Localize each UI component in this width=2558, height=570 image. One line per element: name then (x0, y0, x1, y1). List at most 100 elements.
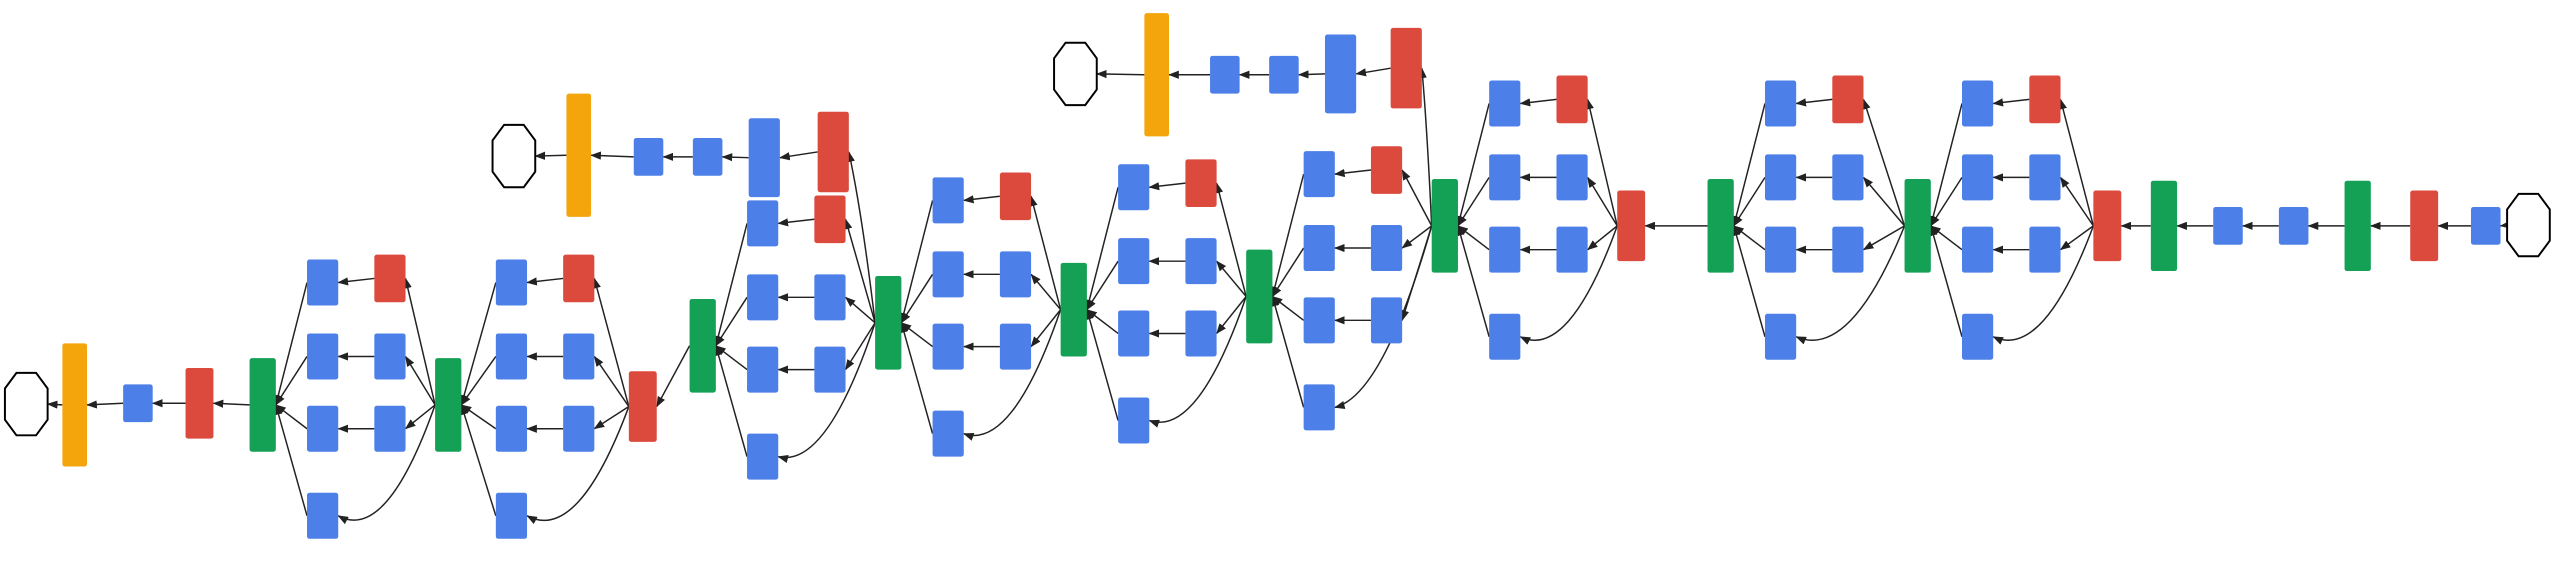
edge-concat-4b-to-m4c-R3 (1216, 296, 1247, 335)
edge-m3b-L1-to-concat-3b (1732, 103, 1766, 227)
edge-m5b-L4-to-concat-5b (274, 404, 308, 516)
conv-node-m4b-l2 (1303, 225, 1335, 272)
edge-aux1-softmax-to-aux1-oct (1095, 69, 1145, 79)
conv-node-m4b-r2 (1370, 225, 1403, 272)
edge-m3b-L3-to-concat-3b (1733, 225, 1766, 251)
edge-m4d-L4-to-concat-4d (900, 321, 934, 434)
conv-node-m5a-r3 (563, 405, 595, 452)
edge-concat-3a-to-m3b-L4 (1795, 225, 1906, 345)
edge-m4b-R1-to-m4b-L1 (1334, 168, 1372, 178)
conv-node-conv2-reduce (2278, 206, 2309, 245)
concat-node-concat-5a (435, 358, 462, 452)
concat-node-concat-3b (1707, 179, 1734, 273)
edge-m5b-L1-to-concat-5b (274, 282, 308, 406)
edge-concat-4a-to-aux1-pool (1418, 67, 1433, 226)
conv-node-m3a-r3 (2029, 226, 2061, 273)
edge-pool3-to-m4a-R2 (1587, 176, 1618, 227)
edge-concat-4d-to-m4e-L4 (777, 322, 876, 463)
conv-node-m4b-l3 (1303, 297, 1335, 344)
fc-node-aux2-fc1 (692, 137, 723, 176)
edge-concat-4a-to-m4b-R1 (1401, 169, 1433, 227)
conv-node-m5a-l1 (495, 259, 528, 306)
pool-node-m4a-r1 (1556, 75, 1588, 124)
edge-concat-4b-to-m4c-R2 (1216, 260, 1247, 297)
fc-node-aux2-fc2 (633, 137, 664, 176)
edge-aux2-fc2-to-aux2-softmax (590, 151, 634, 160)
edge-aux2-pool-to-aux2-conv (779, 151, 818, 161)
edge-m4e-L4-to-concat-4e (714, 344, 748, 457)
edge-concat-4d-to-m4e-R3 (844, 322, 876, 371)
conv-node-m4a-l3 (1489, 226, 1521, 273)
edge-m3b-L2-to-concat-3b (1733, 177, 1766, 227)
conv-node-m4c-l3 (1118, 310, 1150, 357)
concat-node-concat-5b (249, 358, 276, 452)
edge-pool4-to-m5a-R2 (593, 355, 630, 407)
conv-node-m4d-l1 (932, 177, 964, 224)
edge-pool4-to-m5a-R1 (592, 277, 630, 407)
conv-node-m3b-l3 (1764, 226, 1797, 273)
conv-node-m3b-l2 (1764, 154, 1797, 201)
nodes-layer (3, 13, 2551, 539)
edge-concat-4c-to-m4d-R2 (1030, 273, 1062, 311)
edge-pool3-to-m4a-R1 (1585, 98, 1618, 227)
pool-node-pool4 (628, 371, 657, 442)
conv-node-m4c-r3 (1185, 310, 1217, 357)
edge-softmax-main-to-out-oct (46, 400, 63, 409)
softmax-node-aux2-softmax (566, 93, 592, 217)
conv-node-m3a-l1 (1962, 80, 1994, 127)
conv-node-m3b-r2 (1832, 154, 1864, 201)
edge-m4c-L2-to-concat-4c (1086, 260, 1119, 311)
edge-m3b-R1-to-m3b-L1 (1795, 98, 1833, 107)
edge-m4c-L1-to-concat-4c (1085, 187, 1119, 311)
pool-node-m4e-r1 (814, 195, 846, 244)
edge-m4b-L1-to-concat-4b (1270, 173, 1305, 298)
conv-node-m4a-l4 (1489, 313, 1521, 360)
conv-node-m4b-r3 (1370, 297, 1403, 344)
pool-node-aux2-pool (817, 111, 849, 193)
edge-concat-5b-to-pool5 (212, 399, 250, 408)
conv-node-m5b-r3 (374, 405, 406, 452)
conv-node-conv1-7x7 (2470, 206, 2501, 245)
edge-m4d-L2-to-concat-4d (900, 273, 934, 324)
edge-m4e-R1-to-m4e-L1 (777, 218, 815, 227)
conv-node-aux1-conv (1324, 34, 1357, 114)
concat-node-concat-3a (1904, 179, 1931, 273)
edges-layer (46, 67, 2511, 525)
edge-m4a-L4-to-concat-4a (1456, 225, 1490, 337)
pool-node-m3b-r1 (1832, 75, 1864, 124)
pool-node-m3a-r1 (2029, 75, 2061, 124)
edge-m3a-L4-to-concat-3a (1929, 225, 1963, 337)
conv-node-m4a-r3 (1556, 226, 1588, 273)
softmax-node-softmax-main (62, 343, 88, 467)
edge-m4b-L4-to-concat-4b (1271, 295, 1305, 408)
pool-node-pool3 (1617, 190, 1646, 262)
conv-node-m5b-l4 (307, 492, 339, 539)
pool-node-m4b-r1 (1370, 146, 1403, 194)
edge-pool4-to-m5a-R3 (593, 405, 630, 430)
edge-aux1-pool-to-aux1-conv (1355, 67, 1391, 77)
conv-node-m3a-l2 (1962, 154, 1994, 201)
concat-node-concat-4d (875, 275, 902, 370)
edge-m4d-R1-to-m4d-L1 (962, 195, 1000, 204)
edge-m4c-L4-to-concat-4c (1085, 308, 1119, 421)
edge-fc-main-to-softmax-main (86, 400, 124, 409)
conv-node-m4a-l2 (1489, 154, 1521, 201)
edge-m4c-L3-to-concat-4c (1086, 309, 1119, 335)
conv-node-m4e-l4 (747, 433, 779, 480)
conv-node-aux2-conv (748, 118, 780, 198)
edge-aux1-conv-to-aux1-fc1 (1297, 70, 1325, 79)
edge-concat-4d-to-m4e-R1 (844, 218, 876, 323)
edge-m3a-R1-to-m3a-L1 (1992, 98, 2030, 107)
fc-node-aux1-fc2 (1210, 55, 1240, 94)
conv-node-m4d-r2 (999, 251, 1032, 298)
conv-node-m4e-l1 (747, 200, 779, 247)
io-node-aux1-oct (1053, 41, 1098, 107)
io-node-in-oct (2506, 192, 2551, 258)
conv-node-m4e-r2 (814, 274, 846, 321)
edge-concat-3a-to-m3b-R2 (1862, 176, 1906, 227)
edge-aux2-conv-to-aux2-fc1 (721, 153, 749, 162)
conv-node-m4c-l1 (1118, 164, 1150, 211)
conv-node-m5b-l2 (307, 333, 339, 380)
conv-node-m3b-l1 (1764, 80, 1797, 127)
